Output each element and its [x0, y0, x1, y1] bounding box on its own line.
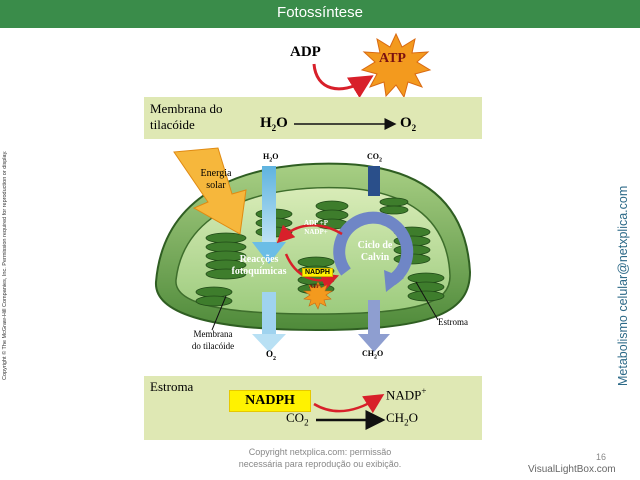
o2-bottom-label: O2 [266, 349, 277, 362]
nadph-atp-supply-arrow [284, 253, 340, 290]
top-reaction-graphic [312, 32, 432, 99]
ch2o-output-arrowhead [358, 334, 390, 352]
membrane-box-label: Membrana do tilacóide [150, 101, 223, 132]
water-input-arrowhead [252, 242, 286, 264]
stroma-co2-label: CO2 [286, 410, 309, 428]
calvin-cycle-label: Ciclo de Calvin [357, 240, 393, 263]
sunlight-arrow [173, 147, 247, 235]
stroma-ch2o-label: CH2O [386, 410, 418, 428]
stroma-reaction-arrows [313, 393, 386, 430]
small-atp-burst-icon [303, 281, 333, 310]
ch2o-output-column [368, 300, 380, 336]
thylakoid-membrane-box [144, 97, 482, 139]
co2-input-column [368, 166, 380, 196]
nadph-small-badge: NADPH [302, 268, 333, 277]
membrane-pointer-label: Membrana do tilacóide [191, 329, 235, 351]
stroma-box [144, 376, 482, 440]
membrane-h2o: H2O [260, 115, 288, 133]
stroma-pointer-label: Estroma [438, 317, 468, 327]
membrane-reaction-arrow [294, 118, 397, 130]
page-number: 16 [596, 452, 607, 462]
solar-energy-label: Energia solar [200, 168, 232, 191]
ch2o-bottom-label: CH2O [362, 349, 384, 361]
h2o-top-label: H2O [263, 152, 279, 164]
adp-to-atp-arrow [312, 63, 374, 99]
water-input-column [262, 166, 276, 244]
stroma-nadp-label: NADP+ [386, 386, 427, 403]
copyright-vertical: Copyright © The McGraw-Hill Companies, I… [2, 100, 14, 380]
watermark: VisualLightBox.com [528, 464, 616, 475]
page-title: Fotossíntese [277, 4, 363, 21]
oxygen-output-arrowhead [252, 334, 286, 352]
oxygen-output-column [262, 292, 276, 336]
light-reactions-label: Reacções fotoquímicas [231, 254, 287, 277]
co2-top-label: CO2 [367, 152, 382, 164]
small-atp-label: ATP [309, 284, 320, 290]
calvin-cycle-ring [333, 211, 414, 285]
membrane-o2: O2 [400, 115, 417, 133]
adp-nadp-label: ADP +P NADP+ [303, 219, 328, 236]
stroma-nadph-badge: NADPH [229, 390, 311, 412]
adp-nadp-return-arrow [276, 224, 343, 244]
atp-burst-icon [360, 32, 432, 99]
membrane-pointer [211, 295, 227, 331]
stroma-pointer [415, 281, 439, 321]
chloroplast-illustration [154, 147, 472, 352]
side-caption-text: Metabolismo celular@netxplica.com [616, 185, 630, 386]
stroma-box-title: Estroma [150, 379, 194, 394]
top-adp-label: ADP [290, 44, 321, 60]
copyright-vertical-text: Copyright © The McGraw-Hill Companies, I… [2, 150, 8, 380]
title-bar: Fotossíntese [0, 0, 640, 28]
footer-copyright: Copyright netxplica.com: permissão neces… [238, 447, 402, 469]
atp-burst-label: ATP [379, 51, 406, 66]
side-caption: Metabolismo celular@netxplica.com [612, 160, 638, 390]
